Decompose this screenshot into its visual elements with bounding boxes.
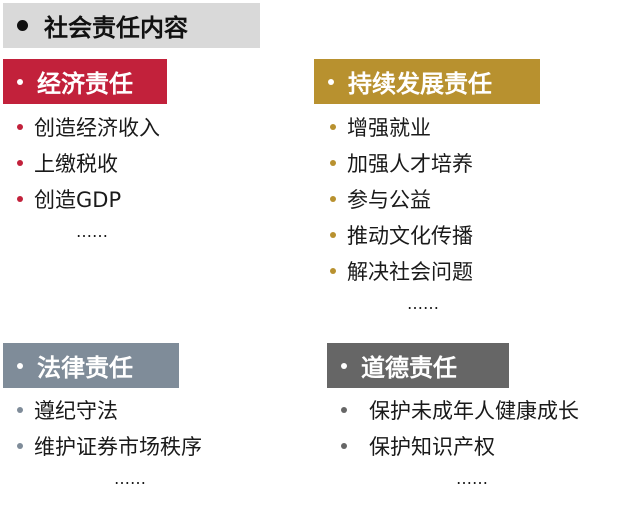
- bullet-icon: [330, 232, 336, 238]
- bullet-icon: [341, 443, 347, 449]
- list-item: 创造GDP: [17, 181, 167, 217]
- list-item: 保护知识产权: [341, 428, 579, 464]
- list-item: 解决社会问题: [330, 253, 540, 289]
- list-item-label: 推动文化传播: [347, 224, 473, 248]
- list-item: 参与公益: [330, 181, 540, 217]
- list-item-label: 解决社会问题: [347, 260, 473, 284]
- page-title: 社会责任内容: [44, 14, 188, 42]
- bullet-icon: [330, 196, 336, 202]
- list-item-label: 保护未成年人健康成长: [369, 399, 579, 423]
- ellipsis-text: ……: [456, 469, 488, 488]
- section-moral: 道德责任 保护未成年人健康成长 保护知识产权 ……: [327, 343, 579, 494]
- section-header-legal: 法律责任: [3, 343, 179, 388]
- list-item-label: 维护证券市场秩序: [34, 435, 202, 459]
- bullet-icon: [17, 124, 23, 130]
- section-economic: 经济责任 创造经济收入 上缴税收 创造GDP ……: [3, 59, 167, 247]
- bullet-icon: [17, 407, 23, 413]
- list-item-label: 创造经济收入: [34, 116, 160, 140]
- bullet-icon: [17, 160, 23, 166]
- header-bullet-icon: [328, 78, 334, 85]
- section-header-label: 法律责任: [37, 354, 133, 382]
- list-item: 加强人才培养: [330, 145, 540, 181]
- section-header-sustainable-development: 持续发展责任: [314, 59, 540, 104]
- bullet-icon: [17, 196, 23, 202]
- item-list: 遵纪守法 维护证券市场秩序: [17, 392, 202, 464]
- bullet-icon: [17, 443, 23, 449]
- title-bullet-icon: [17, 20, 28, 31]
- list-item-label: 增强就业: [347, 116, 431, 140]
- item-list: 保护未成年人健康成长 保护知识产权: [341, 392, 579, 464]
- section-header-moral: 道德责任: [327, 343, 509, 388]
- list-item-label: 保护知识产权: [369, 435, 495, 459]
- section-header-label: 持续发展责任: [348, 70, 492, 98]
- list-item: 增强就业: [330, 109, 540, 145]
- ellipsis-text: ……: [114, 469, 146, 488]
- ellipsis-text: ……: [76, 222, 108, 241]
- list-item-label: 上缴税收: [34, 152, 118, 176]
- list-item-label: 加强人才培养: [347, 152, 473, 176]
- page-title-bar: 社会责任内容: [3, 3, 260, 48]
- list-item: 推动文化传播: [330, 217, 540, 253]
- bullet-icon: [341, 407, 347, 413]
- section-sustainable-development: 持续发展责任 增强就业 加强人才培养 参与公益 推动文化传播 解决社会问题 ……: [314, 59, 540, 319]
- section-header-label: 道德责任: [361, 354, 457, 382]
- list-item-label: 遵纪守法: [34, 399, 118, 423]
- section-legal: 法律责任 遵纪守法 维护证券市场秩序 ……: [3, 343, 202, 494]
- bullet-icon: [330, 124, 336, 130]
- section-header-label: 经济责任: [37, 70, 133, 98]
- list-item: 维护证券市场秩序: [17, 428, 202, 464]
- section-header-economic: 经济责任: [3, 59, 167, 104]
- header-bullet-icon: [17, 78, 23, 85]
- list-item: 遵纪守法: [17, 392, 202, 428]
- ellipsis-text: ……: [407, 294, 439, 313]
- item-list: 创造经济收入 上缴税收 创造GDP: [17, 109, 167, 217]
- header-bullet-icon: [17, 362, 23, 369]
- list-item-label: 创造GDP: [34, 188, 122, 212]
- bullet-icon: [330, 268, 336, 274]
- list-item: 创造经济收入: [17, 109, 167, 145]
- list-item-label: 参与公益: [347, 188, 431, 212]
- list-item: 上缴税收: [17, 145, 167, 181]
- list-item: 保护未成年人健康成长: [341, 392, 579, 428]
- header-bullet-icon: [341, 362, 347, 369]
- item-list: 增强就业 加强人才培养 参与公益 推动文化传播 解决社会问题: [330, 109, 540, 289]
- bullet-icon: [330, 160, 336, 166]
